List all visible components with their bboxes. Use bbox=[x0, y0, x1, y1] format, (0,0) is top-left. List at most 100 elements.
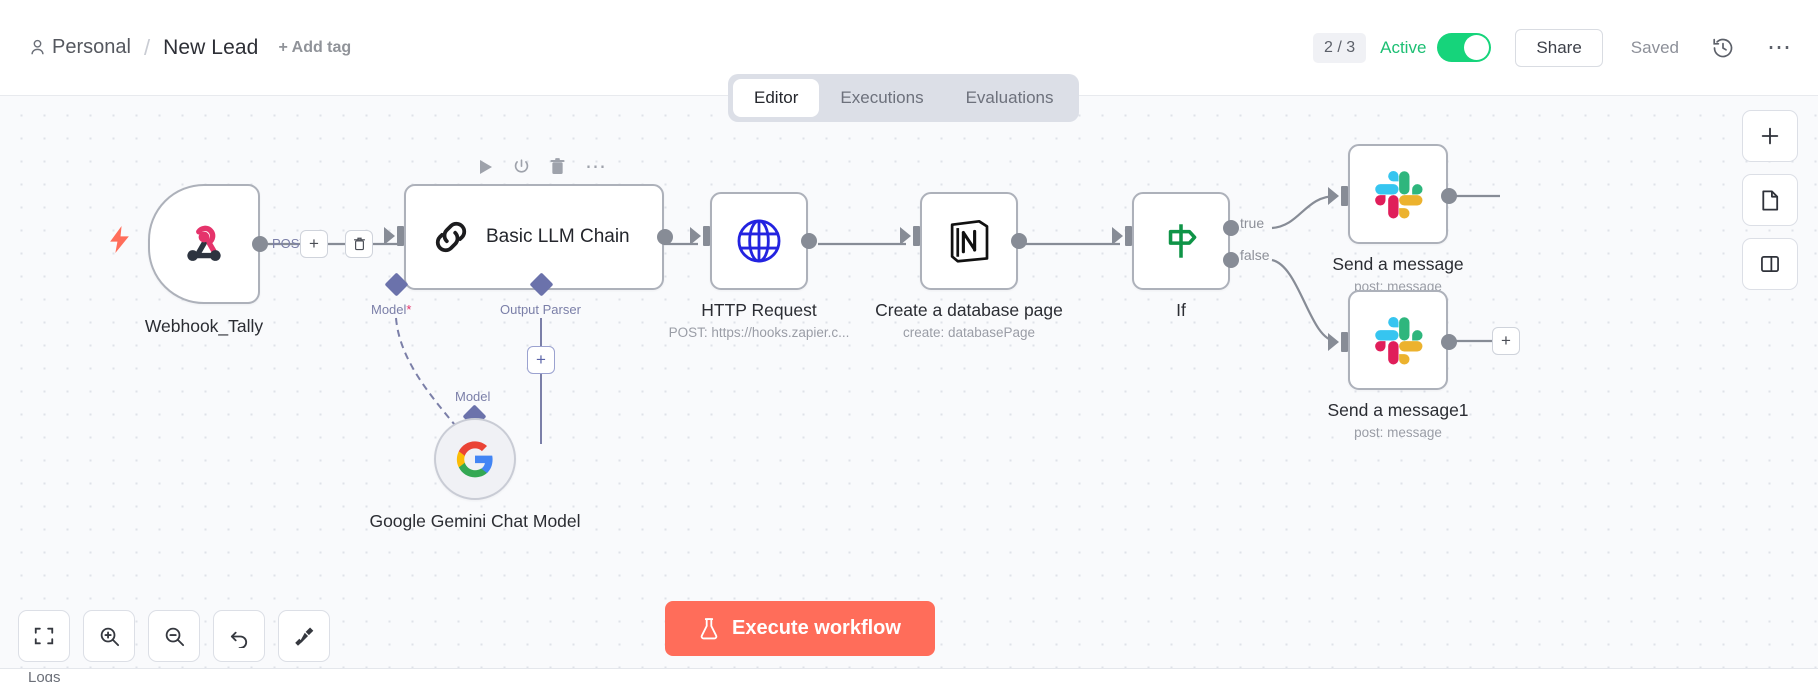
node-create-database-page[interactable]: Create a database page create: databaseP… bbox=[875, 192, 1063, 340]
breadcrumb-project[interactable]: Personal bbox=[30, 36, 131, 59]
breadcrumb-project-label: Personal bbox=[52, 36, 131, 58]
more-options-icon[interactable]: ⋯ bbox=[1767, 33, 1792, 61]
if-input-arrow bbox=[1112, 227, 1123, 245]
notion-input-stub bbox=[913, 226, 920, 246]
node-if[interactable]: If bbox=[1112, 192, 1239, 320]
signpost-icon bbox=[1168, 224, 1197, 258]
history-icon[interactable] bbox=[1711, 36, 1735, 60]
tidy-up-button[interactable] bbox=[278, 610, 330, 662]
slack1-node-box[interactable] bbox=[1348, 144, 1448, 244]
slack1-output-port[interactable] bbox=[1441, 188, 1457, 204]
add-node-inline-button[interactable]: + bbox=[300, 230, 328, 258]
add-node-button[interactable] bbox=[1742, 110, 1798, 162]
share-button[interactable]: Share bbox=[1515, 28, 1603, 67]
node-google-gemini-chat-model[interactable]: Google Gemini Chat Model bbox=[369, 418, 581, 531]
http-output-port[interactable] bbox=[801, 233, 817, 249]
node-label-webhook: Webhook_Tally bbox=[144, 316, 264, 336]
workflow-name[interactable]: New Lead bbox=[163, 35, 259, 59]
if-node-box[interactable] bbox=[1132, 192, 1230, 290]
slack2-output-port[interactable] bbox=[1441, 334, 1457, 350]
active-status-label: Active bbox=[1380, 37, 1427, 57]
google-icon bbox=[456, 441, 493, 478]
llmchain-input-arrow bbox=[384, 227, 395, 245]
if-true-label: true bbox=[1240, 215, 1265, 231]
node-label-notion: Create a database page bbox=[875, 300, 1063, 320]
if-true-output-port[interactable] bbox=[1223, 220, 1239, 236]
zoom-out-button[interactable] bbox=[148, 610, 200, 662]
activate-workflow-toggle[interactable] bbox=[1437, 33, 1492, 62]
slack2-input-stub bbox=[1341, 332, 1348, 352]
slack1-input-arrow bbox=[1328, 187, 1339, 205]
canvas-toolbar bbox=[18, 610, 330, 662]
connection-wires bbox=[232, 194, 1500, 449]
webhook-icon bbox=[187, 225, 221, 261]
node-count-badge: 2 / 3 bbox=[1312, 32, 1367, 63]
node-http-request[interactable]: HTTP Request POST: https://hooks.zapier.… bbox=[669, 192, 849, 340]
node-send-a-message1[interactable]: Send a message1 post: message bbox=[1327, 290, 1469, 440]
fit-view-button[interactable] bbox=[18, 610, 70, 662]
http-input-stub bbox=[703, 226, 710, 246]
reset-zoom-button[interactable] bbox=[213, 610, 265, 662]
tab-editor[interactable]: Editor bbox=[733, 79, 820, 117]
webhook-node-box[interactable] bbox=[148, 184, 260, 304]
power-toggle-icon[interactable] bbox=[513, 158, 530, 175]
add-tag-button[interactable]: + Add tag bbox=[278, 38, 352, 56]
tab-executions[interactable]: Executions bbox=[840, 88, 924, 107]
execute-step-icon[interactable] bbox=[478, 159, 493, 175]
editor-tabs: Editor Executions Evaluations bbox=[728, 74, 1080, 122]
webhook-method-label: POST bbox=[272, 236, 308, 251]
slack-icon bbox=[1375, 317, 1423, 365]
add-output-parser-button[interactable]: + bbox=[527, 346, 555, 374]
model-port-label: Model* bbox=[371, 302, 412, 317]
open-panel-button[interactable] bbox=[1742, 238, 1798, 290]
http-input-arrow bbox=[690, 227, 701, 245]
node-label-if: If bbox=[1176, 300, 1186, 320]
http-node-box[interactable] bbox=[710, 192, 808, 290]
add-sticky-button[interactable] bbox=[1742, 174, 1798, 226]
slack-icon bbox=[1375, 171, 1423, 219]
output-parser-port-label: Output Parser bbox=[500, 302, 581, 317]
person-icon bbox=[31, 39, 44, 55]
slack2-input-arrow bbox=[1328, 333, 1339, 351]
node-label-llmchain: Basic LLM Chain bbox=[486, 226, 630, 247]
node-label-slack1: Send a message bbox=[1332, 254, 1464, 274]
notion-output-port[interactable] bbox=[1011, 233, 1027, 249]
save-status: Saved bbox=[1630, 37, 1679, 57]
gemini-node-box[interactable] bbox=[434, 418, 516, 500]
node-basic-llm-chain[interactable]: Basic LLM Chain bbox=[384, 184, 673, 290]
zoom-in-button[interactable] bbox=[83, 610, 135, 662]
if-input-stub bbox=[1125, 226, 1132, 246]
slack2-node-box[interactable] bbox=[1348, 290, 1448, 390]
node-subtitle-notion: create: databasePage bbox=[902, 325, 1036, 340]
chain-link-icon bbox=[435, 221, 467, 253]
add-node-after-slack2-button[interactable]: + bbox=[1492, 327, 1520, 355]
model-connection-label: Model bbox=[455, 389, 491, 404]
tab-evaluations[interactable]: Evaluations bbox=[965, 88, 1054, 107]
globe-icon bbox=[737, 219, 781, 263]
notion-node-box[interactable] bbox=[920, 192, 1018, 290]
webhook-output-port[interactable] bbox=[252, 236, 268, 252]
node-subtitle-slack2: post: message bbox=[1354, 425, 1442, 440]
execute-workflow-label: Execute workflow bbox=[732, 617, 901, 639]
notion-input-arrow bbox=[900, 227, 911, 245]
llmchain-node-box[interactable]: Basic LLM Chain bbox=[404, 184, 664, 290]
flask-icon bbox=[700, 618, 718, 640]
logs-panel[interactable]: Logs bbox=[0, 668, 1818, 682]
more-icon[interactable]: ⋯ bbox=[585, 154, 606, 178]
node-label-http: HTTP Request bbox=[701, 300, 817, 320]
llmchain-output-port[interactable] bbox=[657, 229, 673, 245]
delete-connection-button[interactable] bbox=[345, 230, 373, 258]
toggle-knob bbox=[1464, 35, 1490, 60]
node-send-a-message[interactable]: Send a message post: message bbox=[1328, 144, 1464, 294]
execute-workflow-button[interactable]: Execute workflow bbox=[665, 601, 935, 656]
delete-icon[interactable] bbox=[550, 158, 565, 175]
workflow-canvas[interactable]: ⋯ Webhook_Tally POST + bbox=[0, 96, 1818, 682]
breadcrumb: Personal / New Lead + Add tag bbox=[30, 35, 351, 61]
node-label-gemini: Google Gemini Chat Model bbox=[369, 511, 581, 531]
if-false-label: false bbox=[1240, 247, 1270, 263]
slack1-input-stub bbox=[1341, 186, 1348, 206]
node-webhook-tally[interactable]: Webhook_Tally bbox=[145, 184, 268, 336]
llmchain-input-stub bbox=[397, 226, 404, 246]
if-false-output-port[interactable] bbox=[1223, 252, 1239, 268]
